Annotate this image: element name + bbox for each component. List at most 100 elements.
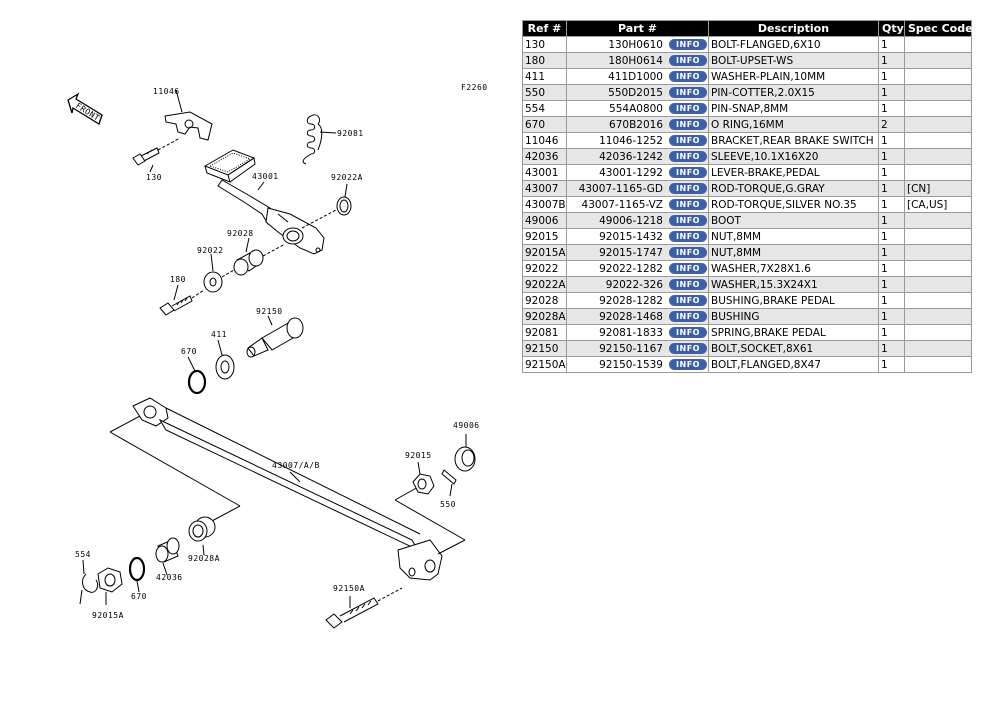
parts-diagram: F2260 FRONT 11046 92081 130 43001 92022A… bbox=[67, 83, 487, 629]
ref-cell: 92081 bbox=[522, 324, 567, 341]
ref-cell: 43001 bbox=[522, 164, 567, 181]
info-button[interactable]: INFO bbox=[669, 167, 707, 178]
callout-554: 554 bbox=[75, 550, 91, 559]
description-cell: BRACKET,REAR BRAKE SWITCH bbox=[708, 132, 879, 149]
part-number: 92022-326 bbox=[605, 278, 663, 291]
callout-92150A: 92150A bbox=[333, 584, 365, 593]
qty-cell: 1 bbox=[878, 180, 905, 197]
info-button[interactable]: INFO bbox=[669, 87, 707, 98]
description-cell: WASHER,7X28X1.6 bbox=[708, 260, 879, 277]
o-ring-670-lower bbox=[128, 556, 146, 593]
spec-code-cell bbox=[904, 340, 972, 357]
info-button[interactable]: INFO bbox=[669, 183, 707, 194]
info-button[interactable]: INFO bbox=[669, 119, 707, 130]
part-number: 92028-1282 bbox=[599, 294, 663, 307]
qty-cell: 1 bbox=[878, 132, 905, 149]
part-number-cell: 43001-1292 INFO bbox=[566, 164, 709, 181]
header-qty[interactable]: Qty bbox=[878, 20, 905, 37]
spec-code-cell: [CN] bbox=[904, 180, 972, 197]
ref-cell: 554 bbox=[522, 100, 567, 117]
part-number: 49006-1218 bbox=[599, 214, 663, 227]
sleeve-42036 bbox=[155, 537, 180, 576]
ref-cell: 92028A bbox=[522, 308, 567, 325]
spec-code-cell bbox=[904, 84, 972, 101]
info-button[interactable]: INFO bbox=[669, 311, 707, 322]
description-cell: ROD-TORQUE,SILVER NO.35 bbox=[708, 196, 879, 213]
info-button[interactable]: INFO bbox=[669, 247, 707, 258]
info-button[interactable]: INFO bbox=[669, 135, 707, 146]
info-button[interactable]: INFO bbox=[669, 151, 707, 162]
front-arrow-icon bbox=[67, 92, 103, 125]
ref-cell: 670 bbox=[522, 116, 567, 133]
header-part[interactable]: Part # bbox=[566, 20, 709, 37]
info-button[interactable]: INFO bbox=[669, 279, 707, 290]
spec-code-cell bbox=[904, 244, 972, 261]
part-number-cell: 92015-1747 INFO bbox=[566, 244, 709, 261]
header-ref[interactable]: Ref # bbox=[522, 20, 567, 37]
info-button[interactable]: INFO bbox=[669, 263, 707, 274]
part-number-cell: 92028-1282 INFO bbox=[566, 292, 709, 309]
header-spec-code[interactable]: Spec Code bbox=[904, 20, 973, 37]
info-button[interactable]: INFO bbox=[669, 295, 707, 306]
part-number: 92150-1539 bbox=[599, 358, 663, 371]
ref-cell: 92015 bbox=[522, 228, 567, 245]
description-cell: BUSHING,BRAKE PEDAL bbox=[708, 292, 879, 309]
part-number: 92015-1747 bbox=[599, 246, 663, 259]
info-button[interactable]: INFO bbox=[669, 55, 707, 66]
info-button[interactable]: INFO bbox=[669, 343, 707, 354]
part-number: 180H0614 bbox=[608, 54, 663, 67]
spec-code-cell bbox=[904, 228, 972, 245]
qty-cell: 1 bbox=[878, 212, 905, 229]
ref-cell: 130 bbox=[522, 36, 567, 53]
info-button[interactable]: INFO bbox=[669, 231, 707, 242]
info-button[interactable]: INFO bbox=[669, 39, 707, 50]
header-description[interactable]: Description bbox=[708, 20, 879, 37]
qty-cell: 1 bbox=[878, 260, 905, 277]
description-cell: BUSHING bbox=[708, 308, 879, 325]
description-cell: BOLT,FLANGED,8X47 bbox=[708, 356, 879, 373]
info-button[interactable]: INFO bbox=[669, 359, 707, 370]
callout-43001: 43001 bbox=[252, 172, 279, 181]
qty-cell: 1 bbox=[878, 244, 905, 261]
description-cell: ROD-TORQUE,G.GRAY bbox=[708, 180, 879, 197]
info-button[interactable]: INFO bbox=[669, 199, 707, 210]
spec-code-cell: [CA,US] bbox=[904, 196, 972, 213]
spec-code-cell bbox=[904, 148, 972, 165]
ref-cell: 43007 bbox=[522, 180, 567, 197]
snap-pin-554 bbox=[79, 559, 99, 605]
front-label: FRONT bbox=[74, 101, 101, 123]
info-button[interactable]: INFO bbox=[669, 327, 707, 338]
spec-code-cell bbox=[904, 324, 972, 341]
spec-code-cell bbox=[904, 308, 972, 325]
bracket-11046 bbox=[164, 89, 213, 141]
ref-cell: 92150A bbox=[522, 356, 567, 373]
qty-cell: 1 bbox=[878, 148, 905, 165]
spec-code-cell bbox=[904, 260, 972, 277]
ref-cell: 92015A bbox=[522, 244, 567, 261]
ref-cell: 180 bbox=[522, 52, 567, 69]
ref-cell: 42036 bbox=[522, 148, 567, 165]
info-button[interactable]: INFO bbox=[669, 103, 707, 114]
info-button[interactable]: INFO bbox=[669, 71, 707, 82]
washer-92022 bbox=[203, 253, 235, 293]
bushing-92028 bbox=[233, 237, 286, 276]
part-number: 43001-1292 bbox=[599, 166, 663, 179]
nut-92015 bbox=[412, 461, 435, 495]
qty-cell: 1 bbox=[878, 36, 905, 53]
callout-11046: 11046 bbox=[153, 87, 180, 96]
info-button[interactable]: INFO bbox=[669, 215, 707, 226]
ref-cell: 411 bbox=[522, 68, 567, 85]
description-cell: NUT,8MM bbox=[708, 244, 879, 261]
description-cell: SPRING,BRAKE PEDAL bbox=[708, 324, 879, 341]
callout-92150: 92150 bbox=[256, 307, 283, 316]
